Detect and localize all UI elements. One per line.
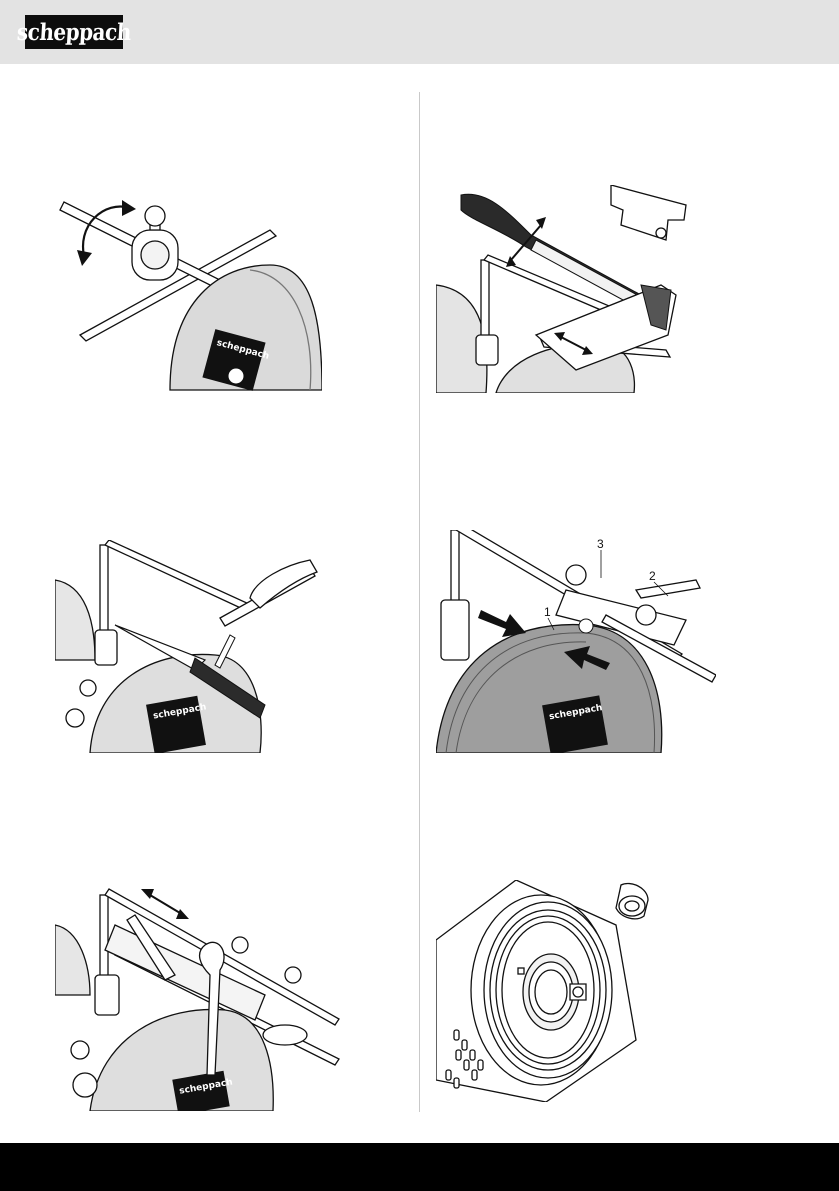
column-divider bbox=[419, 92, 420, 1112]
fig-knife-sharpening: scheppach bbox=[55, 540, 320, 753]
fig-axe-sharpening bbox=[436, 185, 696, 393]
fig-tool-rest-rotation: scheppach bbox=[50, 190, 322, 392]
page-header: scheppach bbox=[0, 0, 839, 64]
callout-1: 1 bbox=[544, 605, 551, 619]
callout-2: 2 bbox=[649, 569, 656, 583]
scheppach-logo: scheppach bbox=[25, 15, 123, 49]
fig-scissors-sharpening: scheppach bbox=[55, 885, 340, 1111]
fig-leather-wheel-mount bbox=[436, 880, 676, 1102]
knob-icon bbox=[616, 883, 648, 918]
fig-stone-grader: scheppach 3 2 1 bbox=[436, 530, 716, 753]
callout-3: 3 bbox=[597, 537, 604, 551]
brand-name: scheppach bbox=[16, 18, 132, 46]
page-footer bbox=[0, 1143, 839, 1191]
